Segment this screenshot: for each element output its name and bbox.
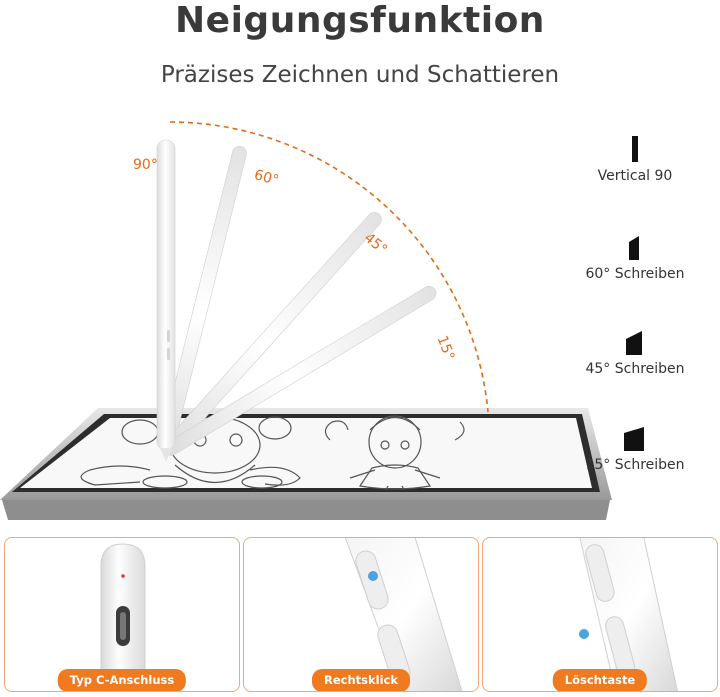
stylus-90-icon (156, 139, 176, 462)
page-subtitle: Präzises Zeichnen und Schattieren (160, 62, 560, 88)
panel-right-click: Rechtsklick (243, 537, 479, 692)
tilt-illustration (0, 121, 612, 520)
mode-label: 45° Schreiben (585, 361, 685, 377)
mode-label: Vertical 90 (597, 168, 673, 184)
angle-label-90: 90° (133, 157, 158, 173)
right-click-button-icon (344, 538, 463, 691)
mode-45-writing: 45° Schreiben (560, 327, 710, 377)
panel-erase: Löschtaste (482, 537, 718, 692)
bar-90-icon (632, 136, 638, 162)
bar-15-icon (624, 427, 644, 451)
panel-label: Typ C-Anschluss (57, 669, 187, 691)
panel-label: Löschtaste (552, 669, 648, 691)
bar-45-icon (626, 331, 642, 355)
usb-c-port-icon (100, 543, 146, 691)
mode-60-writing: 60° Schreiben (560, 232, 710, 282)
tablet-icon (0, 408, 612, 520)
panel-label: Rechtsklick (312, 669, 410, 691)
angle-arc-icon (169, 121, 489, 413)
panel-usb-c: Typ C-Anschluss (4, 537, 240, 692)
page-title: Neigungsfunktion (175, 0, 545, 41)
mode-label: 15° Schreiben (585, 457, 685, 473)
erase-button-icon (579, 538, 678, 691)
mode-15-writing: 15° Schreiben (560, 423, 710, 473)
mode-label: 60° Schreiben (585, 266, 685, 282)
bar-60-icon (629, 236, 639, 260)
mode-vertical-90: Vertical 90 (560, 134, 710, 184)
